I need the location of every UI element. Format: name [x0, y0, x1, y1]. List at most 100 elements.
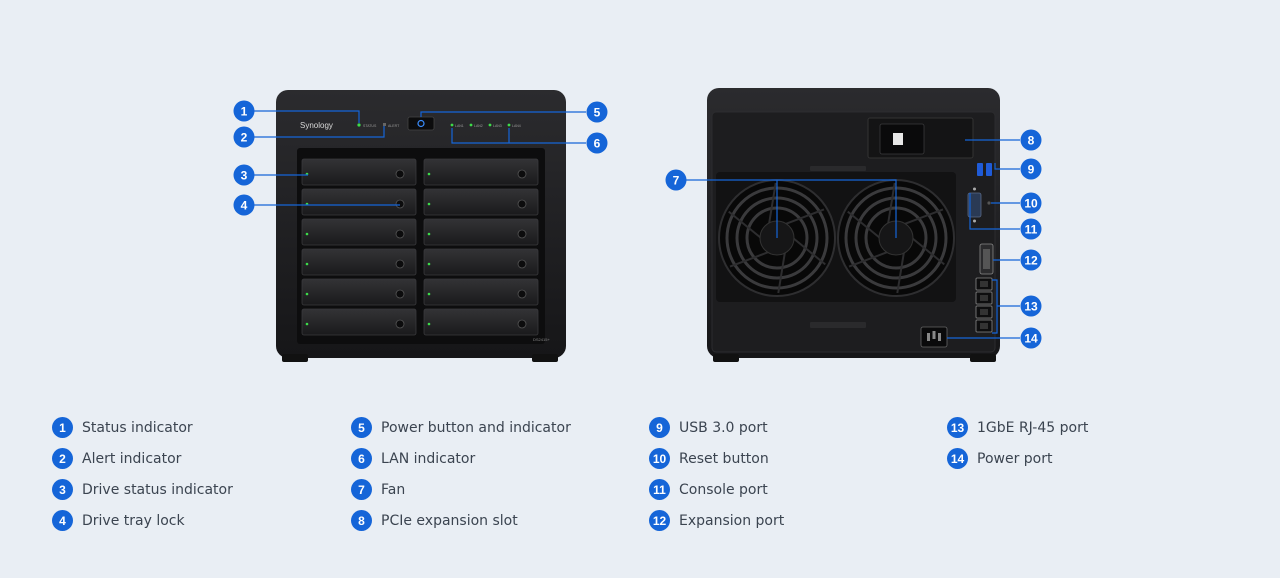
callout-9: 9 [1020, 158, 1042, 180]
legend-label: Power button and indicator [381, 419, 571, 436]
legend-label: Console port [679, 481, 768, 498]
leader-1 [254, 110, 360, 123]
fan-grille-spoke [728, 210, 762, 239]
leader-5 [420, 111, 586, 117]
legend-label: 1GbE RJ-45 port [977, 419, 1089, 436]
drive-tray-lock[interactable] [517, 259, 527, 269]
drive-tray-lock[interactable] [517, 199, 527, 209]
svg-text:12: 12 [1024, 254, 1038, 268]
legend-badge: 2 [52, 448, 73, 469]
drive-tray-lock[interactable] [395, 229, 405, 239]
rj45-port-icon[interactable] [975, 319, 993, 333]
drive-status-led [427, 172, 431, 176]
callout-badges: 1 2 3 4 5 6 7 8 9 10 11 12 13 14 [233, 100, 1042, 349]
drive-tray-lock[interactable] [517, 289, 527, 299]
drive-tray-lock[interactable] [517, 319, 527, 329]
svg-text:11: 11 [1025, 223, 1038, 237]
svg-text:7: 7 [673, 174, 680, 188]
fan-grille-spoke [784, 208, 825, 226]
legend-label: Status indicator [82, 419, 193, 436]
drive-tray[interactable] [301, 218, 417, 246]
rj45-port-icon[interactable] [975, 305, 993, 319]
drive-tray[interactable] [301, 278, 417, 306]
alert-led-label: ALERT [388, 124, 400, 128]
drive-tray[interactable] [423, 308, 539, 336]
svg-text:3: 3 [241, 169, 248, 183]
rj45-port-socket [980, 281, 988, 287]
fan-grille-spoke [792, 237, 826, 266]
fan-grille-spoke [903, 208, 944, 226]
legend-item-9: 9 USB 3.0 port [649, 412, 939, 443]
legend-badge: 13 [947, 417, 968, 438]
usb-port-icon[interactable] [977, 163, 983, 176]
rj45-port-socket [980, 323, 988, 329]
drive-tray-lock[interactable] [395, 289, 405, 299]
drive-tray-face [301, 218, 417, 246]
legend-badge: 14 [947, 448, 968, 469]
rj45-port-icon[interactable] [975, 277, 993, 291]
callout-3: 3 [233, 164, 255, 186]
pcie-bracket-tab [893, 133, 903, 145]
drive-tray-lock[interactable] [517, 229, 527, 239]
drive-tray[interactable] [423, 188, 539, 216]
drive-trays [301, 158, 539, 336]
model-label: DS2415+ [533, 337, 550, 342]
drive-tray[interactable] [301, 158, 417, 186]
drive-tray-face [301, 278, 417, 306]
reset-button[interactable] [987, 201, 991, 205]
drive-tray-lock[interactable] [517, 169, 527, 179]
rj45-ports [975, 277, 993, 333]
svg-text:8: 8 [1028, 134, 1035, 148]
drive-tray[interactable] [301, 188, 417, 216]
legend-label: PCIe expansion slot [381, 512, 518, 529]
drive-status-led [427, 232, 431, 236]
usb-port-icon-2[interactable] [986, 163, 992, 176]
front-unit: Synology STATUS ALERT LAN1 LAN2 LAN3 LAN… [276, 90, 566, 362]
power-socket-pin-left [927, 333, 930, 341]
drive-tray-lock[interactable] [395, 199, 405, 209]
fan-grille-spoke [729, 250, 770, 268]
legend-label: Alert indicator [82, 450, 182, 467]
drive-status-led [427, 292, 431, 296]
lan1-led-label: LAN1 [455, 124, 464, 128]
drive-tray[interactable] [423, 278, 539, 306]
drive-tray-face [301, 308, 417, 336]
leader-7 [686, 179, 897, 238]
fan-grille-spoke [777, 251, 786, 294]
drive-tray-lock[interactable] [395, 259, 405, 269]
rj45-port-socket [980, 309, 988, 315]
drive-tray[interactable] [423, 158, 539, 186]
svg-text:10: 10 [1024, 197, 1038, 211]
fans [718, 179, 955, 297]
status-led-label: STATUS [363, 124, 377, 128]
leader-lines [254, 110, 1020, 339]
callout-12: 12 [1020, 249, 1042, 271]
drive-status-led [305, 292, 309, 296]
top-vent [810, 166, 866, 171]
drive-tray[interactable] [423, 248, 539, 276]
rj45-port-icon[interactable] [975, 291, 993, 305]
drive-tray-lock[interactable] [395, 319, 405, 329]
drive-tray[interactable] [423, 218, 539, 246]
fan-grille-spoke [896, 251, 905, 294]
legend-label: USB 3.0 port [679, 419, 768, 436]
legend-badge: 12 [649, 510, 670, 531]
console-port[interactable] [967, 192, 982, 218]
drive-tray-face [423, 308, 539, 336]
expansion-port-inner [983, 249, 990, 269]
brand-logo: Synology [300, 121, 333, 130]
drive-tray[interactable] [301, 248, 417, 276]
drive-tray-lock[interactable] [395, 169, 405, 179]
legend-badge: 9 [649, 417, 670, 438]
drive-status-led [305, 322, 309, 326]
svg-text:1: 1 [241, 105, 248, 119]
drive-tray[interactable] [301, 308, 417, 336]
power-button[interactable] [407, 116, 435, 131]
